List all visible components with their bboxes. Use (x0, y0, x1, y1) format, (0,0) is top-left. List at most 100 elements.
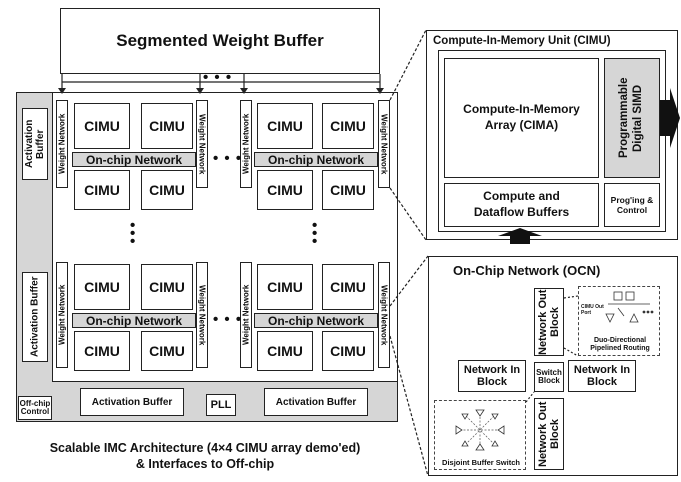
cimu-label: CIMU (330, 279, 366, 295)
switch-block-label: Switch Block (536, 367, 562, 385)
weight-network-strip: Weight Network (240, 100, 252, 188)
activation-buffer-label: Activation Buffer (91, 396, 173, 408)
weight-network-strip: Weight Network (56, 262, 68, 368)
ellipsis-v: • • • (312, 217, 319, 250)
buffers-label: Compute and Dataflow Buffers (473, 189, 570, 219)
offchip-control-label: Off-chip Control (19, 399, 51, 416)
control-label: Prog'ing & Control (610, 194, 654, 215)
weight-network-label: Weight Network (197, 284, 207, 346)
activation-buffer-label: Activation Buffer (275, 396, 357, 408)
cimu-panel-title: Compute-In-Memory Unit (CIMU) (433, 35, 611, 47)
onchip-network-bar: On-chip Network (72, 313, 196, 328)
cimu-label: CIMU (149, 118, 185, 134)
onchip-network-label: On-chip Network (85, 313, 182, 328)
cimu-label: CIMU (84, 279, 120, 295)
cimu-label: CIMU (330, 182, 366, 198)
ellipsis-h: • • • (213, 311, 243, 328)
network-in-block-right: Network In Block (568, 360, 636, 392)
weight-network-strip: Weight Network (378, 100, 390, 188)
weight-network-label: Weight Network (379, 113, 389, 175)
pll-block: PLL (206, 394, 236, 416)
activation-buffer-left-top: Activation Buffer (22, 108, 48, 180)
cima-label: Compute-In-Memory Array (CIMA) (463, 102, 580, 132)
cimu-label: CIMU (267, 118, 303, 134)
cimu-label: CIMU (267, 279, 303, 295)
cimu-block: CIMU (322, 331, 374, 371)
onchip-network-bar: On-chip Network (254, 313, 378, 328)
caption-line2: & Interfaces to Off-chip (135, 457, 275, 472)
cimu-label: CIMU (84, 182, 120, 198)
activation-buffer-label: Activation Buffer (29, 276, 41, 358)
caption: Scalable IMC Architecture (4×4 CIMU arra… (0, 440, 410, 473)
in-block-label: Network In Block (573, 363, 631, 388)
weight-network-label: Weight Network (379, 284, 389, 346)
pll-label: PLL (210, 399, 232, 411)
caption-line1: Scalable IMC Architecture (4×4 CIMU arra… (49, 441, 361, 455)
out-block-label: Network Out Block (536, 289, 561, 355)
cimu-block: CIMU (74, 331, 130, 371)
cimu-label: CIMU (149, 279, 185, 295)
cimu-block: CIMU (141, 264, 193, 310)
cimu-block: CIMU (74, 103, 130, 149)
onchip-network-label: On-chip Network (267, 313, 364, 328)
weight-network-label: Weight Network (57, 113, 67, 175)
weight-network-label: Weight Network (241, 284, 251, 346)
ellipsis-h: • • • (203, 69, 233, 86)
in-block-label: Network In Block (463, 363, 521, 388)
activation-buffer-bottom-right: Activation Buffer (264, 388, 368, 416)
cimu-block: CIMU (257, 170, 313, 210)
weight-network-strip: Weight Network (378, 262, 390, 368)
onchip-network-bar: On-chip Network (254, 152, 378, 167)
weight-network-strip: Weight Network (196, 262, 208, 368)
buffers-block: Compute and Dataflow Buffers (444, 183, 599, 227)
cimu-block: CIMU (322, 170, 374, 210)
simd-label: Programmable Digital SIMD (618, 77, 644, 159)
offchip-control: Off-chip Control (18, 396, 52, 420)
cimu-label: CIMU (84, 343, 120, 359)
onchip-network-label: On-chip Network (85, 152, 182, 167)
cimu-label: CIMU (267, 343, 303, 359)
network-out-block-top: Network Out Block (534, 288, 564, 356)
onchip-network-bar: On-chip Network (72, 152, 196, 167)
cima-block: Compute-In-Memory Array (CIMA) (444, 58, 599, 178)
activation-buffer-left-bottom: Activation Buffer (22, 272, 48, 362)
segmented-weight-buffer: Segmented Weight Buffer (60, 8, 380, 74)
network-in-block-left: Network In Block (458, 360, 526, 392)
cimu-block: CIMU (322, 103, 374, 149)
cimu-block: CIMU (74, 170, 130, 210)
weight-network-strip: Weight Network (196, 100, 208, 188)
disjoint-buffer-inset: Disjoint Buffer Switch (434, 400, 526, 470)
cimu-label: CIMU (330, 118, 366, 134)
cimu-block: CIMU (141, 170, 193, 210)
duo-label: Duo-Directional Pipelined Routing (590, 337, 650, 353)
weight-network-label: Weight Network (57, 284, 67, 346)
ellipsis-v: • • • (130, 217, 137, 250)
cimu-label: CIMU (267, 182, 303, 198)
cimu-block: CIMU (257, 103, 313, 149)
switch-block: Switch Block (534, 362, 564, 392)
weight-network-label: Weight Network (241, 113, 251, 175)
cimu-block: CIMU (141, 103, 193, 149)
cimu-label: CIMU (330, 343, 366, 359)
segmented-weight-buffer-label: Segmented Weight Buffer (116, 31, 324, 50)
cimu-block: CIMU (141, 331, 193, 371)
control-block: Prog'ing & Control (604, 183, 660, 227)
cimu-label: CIMU (149, 182, 185, 198)
cimu-block: CIMU (74, 264, 130, 310)
network-out-block-bottom: Network Out Block (534, 398, 564, 470)
disjoint-label: Disjoint Buffer Switch (442, 458, 520, 467)
cimu-block: CIMU (322, 264, 374, 310)
cimu-out-port-label: CIMU Out Port (581, 304, 604, 316)
cimu-label: CIMU (149, 343, 185, 359)
cimu-label: CIMU (84, 118, 120, 134)
ellipsis-h: • • • (213, 150, 243, 167)
duo-directional-inset: CIMU Out Port Duo-Directional Pipelined … (578, 286, 660, 356)
simd-block: Programmable Digital SIMD (604, 58, 660, 178)
out-block-label: Network Out Block (536, 401, 561, 467)
weight-network-strip: Weight Network (56, 100, 68, 188)
activation-buffer-bottom-left: Activation Buffer (80, 388, 184, 416)
ocn-panel-title: On-Chip Network (OCN) (453, 263, 601, 278)
weight-network-label: Weight Network (197, 113, 207, 175)
cimu-block: CIMU (257, 331, 313, 371)
onchip-network-label: On-chip Network (267, 152, 364, 167)
